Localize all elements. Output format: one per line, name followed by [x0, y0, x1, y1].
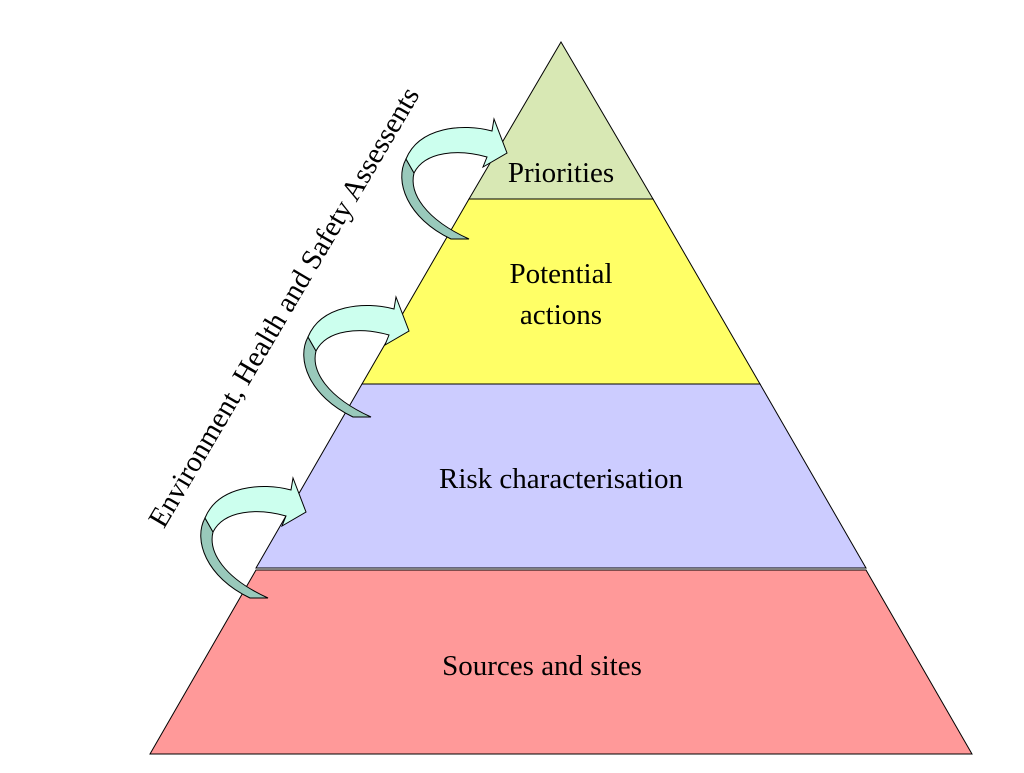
curved-arrow-icon — [401, 117, 508, 240]
curved-arrow-icon — [200, 476, 307, 599]
tier-priorities — [468, 41, 654, 200]
tier-label-sources-and-sites: Sources and sites — [442, 650, 642, 682]
tier-potential-actions — [361, 198, 761, 385]
tier-label-potential-actions-line2: actions — [520, 299, 602, 331]
tier-label-potential-actions-line1: Potential — [509, 258, 612, 290]
tier-label-risk-characterisation: Risk characterisation — [439, 463, 683, 495]
curved-arrow-icon — [303, 295, 410, 418]
tier-label-priorities: Priorities — [508, 157, 614, 189]
tier-sources-and-sites — [149, 569, 973, 755]
